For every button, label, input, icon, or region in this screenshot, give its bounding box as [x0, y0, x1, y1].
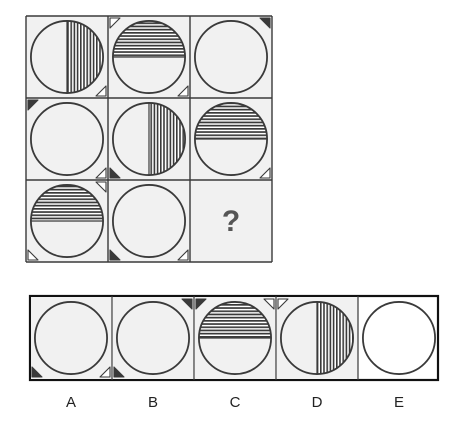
circle-outline [112, 184, 186, 258]
grid-cell [27, 99, 107, 179]
option-cell [195, 298, 275, 375]
hatched-half [317, 301, 354, 375]
option-cell [362, 301, 436, 375]
option-cell [277, 298, 354, 375]
open-triangle-icon [95, 181, 107, 193]
circle-outline [30, 184, 104, 258]
option-label: A [65, 394, 76, 411]
hatched-half [198, 301, 272, 338]
open-triangle-icon [95, 167, 107, 179]
open-triangle-icon [177, 249, 189, 261]
open-triangle-icon [177, 85, 189, 97]
open-triangle-icon [95, 85, 107, 97]
grid-cell [30, 20, 107, 97]
option-background [113, 297, 194, 379]
open-triangle-icon [259, 167, 271, 179]
option-label: D [311, 394, 323, 411]
open-triangle-icon [27, 249, 39, 261]
open-triangle-icon [109, 17, 121, 29]
circle-outline [280, 301, 354, 375]
grid-cell [109, 102, 186, 179]
filled-triangle-icon [113, 366, 125, 378]
grid-cell: ? [222, 205, 240, 238]
answer-options [28, 294, 440, 382]
circle-outline [112, 102, 186, 176]
grid-cell [194, 17, 271, 94]
filled-triangle-icon [31, 366, 43, 378]
option-cell [113, 298, 193, 378]
circle-outline [194, 20, 268, 94]
circle-outline [112, 20, 186, 94]
question-mark: ? [222, 205, 240, 238]
grid-cell [109, 184, 189, 261]
circle-outline [198, 301, 272, 375]
grid-cell [27, 181, 107, 261]
circle-outline [116, 301, 190, 375]
filled-triangle-icon [181, 298, 193, 310]
hatched-half [67, 20, 104, 94]
circle-outline [194, 102, 268, 176]
option-label: B [147, 394, 158, 411]
open-triangle-icon [99, 366, 111, 378]
grid-cell [194, 102, 271, 179]
grid-cell [109, 17, 189, 97]
filled-triangle-icon [109, 167, 121, 179]
hatched-half [149, 102, 186, 176]
filled-triangle-icon [195, 298, 207, 310]
option-label: C [229, 394, 241, 411]
open-triangle-icon [263, 298, 275, 310]
option-cell [31, 301, 111, 378]
matrix-grid: ? [25, 15, 273, 263]
open-triangle-icon [277, 298, 289, 310]
hatched-half [30, 184, 104, 221]
filled-triangle-icon [109, 249, 121, 261]
circle-outline [30, 20, 104, 94]
option-background [31, 297, 112, 379]
circle-outline [34, 301, 108, 375]
filled-triangle-icon [259, 17, 271, 29]
circle-outline [30, 102, 104, 176]
filled-triangle-icon [27, 99, 39, 111]
circle-outline [362, 301, 436, 375]
hatched-half [194, 102, 268, 139]
option-label: E [393, 394, 404, 411]
hatched-half [112, 20, 186, 57]
